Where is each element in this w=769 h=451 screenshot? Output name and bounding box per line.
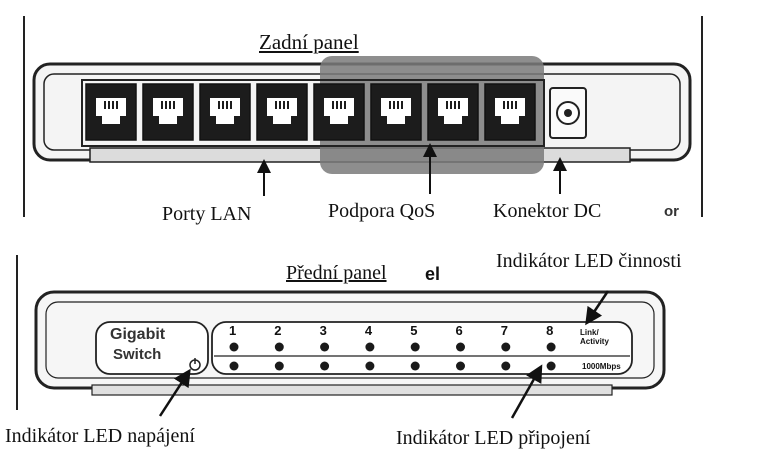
port-number-label: 1 bbox=[229, 323, 237, 338]
rear-panel-title: Zadní panel bbox=[259, 30, 359, 54]
port-number-label: 3 bbox=[319, 323, 327, 338]
link-led bbox=[229, 361, 239, 371]
activity-led bbox=[546, 342, 556, 352]
led-columns bbox=[229, 342, 556, 371]
lan-port bbox=[370, 83, 422, 141]
activity-led bbox=[501, 342, 511, 352]
lan-port bbox=[199, 83, 251, 141]
label-lan-ports: Porty LAN bbox=[162, 203, 252, 225]
activity-led bbox=[274, 342, 284, 352]
label-power-led: Indikátor LED napájení bbox=[5, 425, 195, 447]
badge-switch: Switch bbox=[113, 346, 162, 363]
lan-port-row bbox=[85, 83, 536, 141]
activity-led bbox=[365, 342, 375, 352]
port-number-label: 6 bbox=[455, 323, 463, 338]
label-qos-support: Podpora QoS bbox=[328, 200, 436, 222]
front-panel-title: Přední panel bbox=[286, 262, 387, 284]
arrow-power-led bbox=[158, 368, 191, 417]
link-led bbox=[365, 361, 375, 371]
legend-1000mbps: 1000Mbps bbox=[582, 362, 621, 371]
port-number-label: 7 bbox=[500, 323, 509, 338]
activity-led bbox=[410, 342, 420, 352]
front-chassis-inner bbox=[45, 301, 655, 379]
arrow-activity-led bbox=[585, 290, 610, 326]
link-led bbox=[456, 361, 465, 371]
lan-port bbox=[313, 83, 365, 141]
label-dc-connector: Konektor DC bbox=[493, 200, 602, 222]
dc-connector-pin bbox=[564, 109, 572, 117]
port-bay bbox=[81, 79, 545, 147]
lan-port bbox=[427, 83, 479, 141]
link-led bbox=[501, 361, 511, 371]
link-led bbox=[320, 361, 330, 371]
link-led bbox=[410, 361, 420, 371]
port-number-label: 2 bbox=[274, 323, 282, 338]
lan-port bbox=[142, 83, 194, 141]
label-link-led: Indikátor LED připojení bbox=[396, 427, 591, 449]
link-led bbox=[546, 361, 556, 371]
arrow-link-led bbox=[510, 364, 543, 419]
legend-link-activity: Link/ Activity bbox=[580, 328, 609, 346]
front-title-stray: el bbox=[425, 264, 441, 284]
link-led bbox=[274, 361, 284, 371]
label-activity-led: Indikátor LED činnosti bbox=[496, 250, 682, 272]
activity-led bbox=[456, 342, 465, 352]
front-panel-device bbox=[34, 290, 666, 396]
port-number-label: 4 bbox=[364, 323, 373, 338]
activity-led bbox=[320, 342, 330, 352]
port-number-label: 5 bbox=[410, 323, 418, 338]
gigabit-badge bbox=[95, 321, 209, 375]
badge-gigabit: Gigabit bbox=[110, 326, 166, 343]
rear-panel-device bbox=[32, 56, 692, 174]
lan-port bbox=[256, 83, 308, 141]
activity-led bbox=[229, 342, 239, 352]
port-number-label: 8 bbox=[546, 323, 554, 338]
rear-stray-text: or bbox=[664, 203, 679, 220]
lan-port bbox=[484, 83, 536, 141]
lan-port bbox=[85, 83, 137, 141]
front-base bbox=[91, 384, 613, 396]
led-panel bbox=[211, 321, 633, 375]
